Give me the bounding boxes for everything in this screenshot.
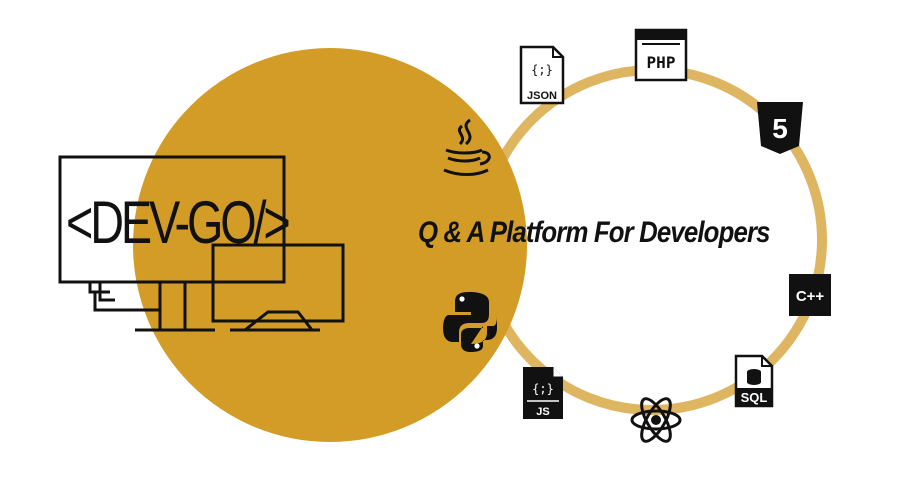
brand-logo-text: <DEV-GO/> [66,189,291,256]
js-file-icon: {;} JS [523,367,563,419]
json-glyph: {;} [531,63,553,77]
cpp-icon: C++ [789,274,831,316]
html5-icon: 5 [757,102,803,154]
php-label: PHP [647,53,676,72]
php-icon: PHP [634,28,688,82]
json-file-icon: {;} JSON [519,45,565,105]
js-label: JS [536,406,549,418]
json-label: JSON [527,90,557,102]
tagline: Q & A Platform For Developers [418,216,770,249]
java-icon [443,118,491,176]
sql-label: SQL [741,390,768,405]
js-glyph: {;} [532,382,554,396]
react-atom-icon [630,397,682,443]
monitor-icon [58,155,345,332]
sql-file-icon: SQL [734,354,774,408]
cpp-label: C++ [796,288,825,305]
python-icon [443,292,497,352]
html5-label: 5 [772,113,788,144]
